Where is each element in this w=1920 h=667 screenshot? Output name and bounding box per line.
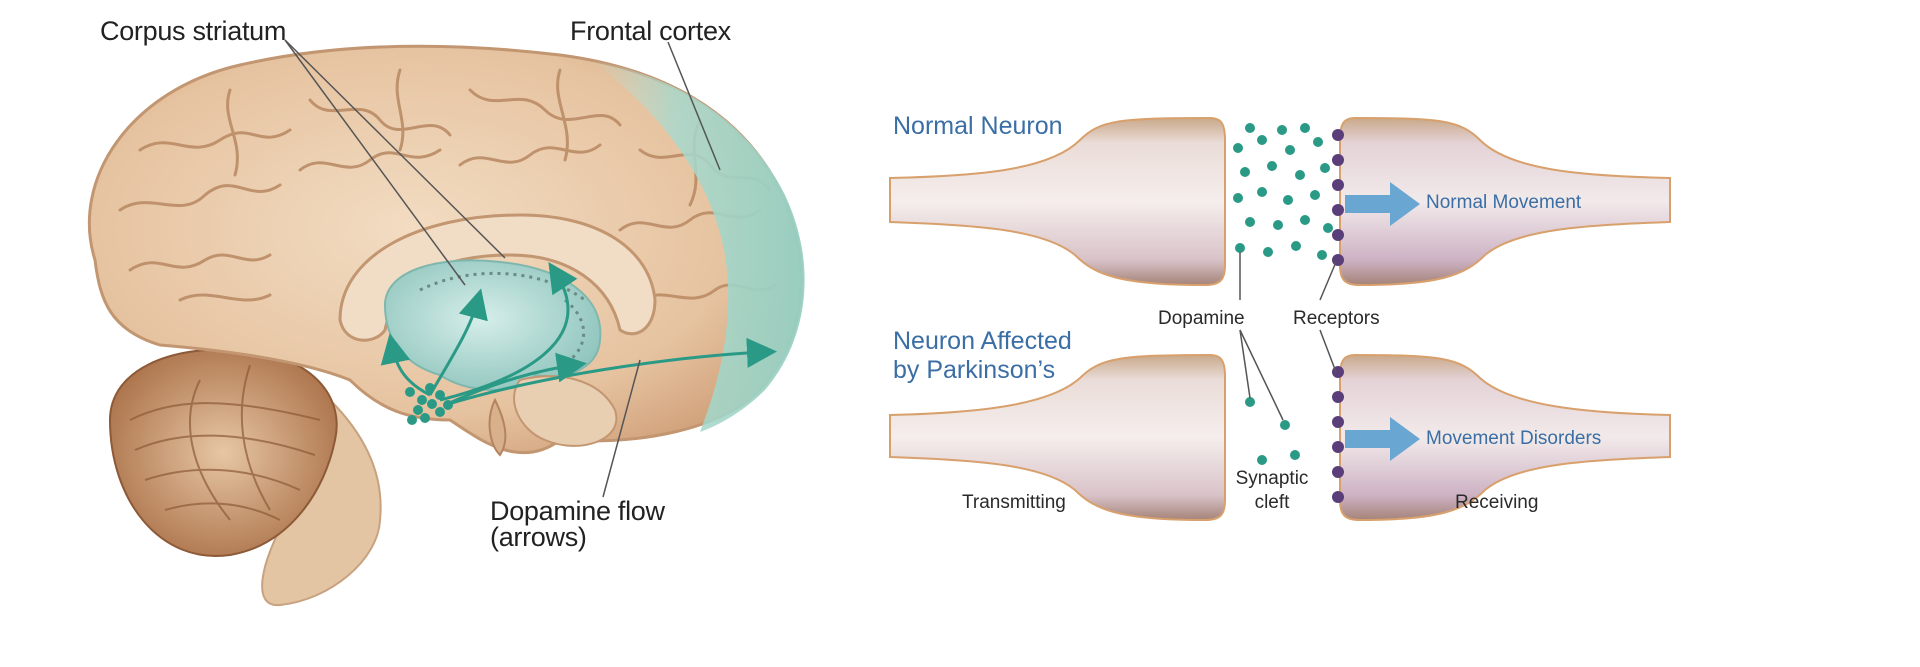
label-transmitting: Transmitting [962, 492, 1066, 513]
label-frontal-cortex: Frontal cortex [570, 16, 731, 46]
cerebellum-folds [129, 364, 321, 521]
label-synaptic: Synaptic [1235, 468, 1309, 489]
normal-receiving-neuron [1339, 116, 1671, 287]
pituitary [488, 397, 507, 457]
leader-corpus-striatum [284, 39, 466, 286]
corpus-striatum-shape [383, 259, 602, 391]
label-movement-disorders: Movement Disorders [1426, 428, 1602, 449]
normal-dopamine-dots [1233, 123, 1333, 260]
leader-dopamine-flow [602, 359, 641, 498]
affected-dopamine-dots [1245, 397, 1300, 465]
normal-transmitting-neuron [889, 116, 1226, 287]
brain-illustration [87, 39, 805, 607]
affected-receiving-neuron [1339, 353, 1671, 522]
leader-dopamine-down-2 [1239, 329, 1284, 421]
label-dopamine-flow: Dopamine flow [490, 496, 665, 526]
label-receptors: Receptors [1293, 308, 1380, 329]
leader-receptors-up [1319, 261, 1337, 301]
normal-movement-arrow [1345, 182, 1420, 226]
cerebellum [108, 348, 338, 558]
normal-receptors [1332, 129, 1344, 266]
affected-transmitting-neuron [889, 353, 1226, 522]
leader-receptors-down [1319, 329, 1337, 373]
leader-corpus-striatum-2 [284, 39, 506, 259]
leader-dopamine-down-1 [1239, 329, 1251, 399]
cerebral-folds [118, 68, 777, 302]
brain-leader-lines [284, 39, 721, 498]
substantia-nigra-dots [405, 383, 453, 425]
movement-disorders-arrow [1345, 417, 1420, 461]
title-affected-neuron-line1: Neuron Affected [893, 327, 1072, 355]
label-dopamine: Dopamine [1158, 308, 1245, 329]
normal-synapse [889, 116, 1671, 287]
title-normal-neuron: Normal Neuron [893, 112, 1063, 140]
dopamine-flow-arrows [380, 261, 777, 407]
label-cleft: cleft [1254, 492, 1290, 513]
title-affected-neuron-line2: by Parkinson’s [893, 356, 1056, 384]
leader-frontal-cortex [667, 41, 721, 171]
synapse-leader-lines [1239, 252, 1337, 421]
label-receiving: Receiving [1455, 492, 1539, 513]
label-dopamine-flow-arrows: (arrows) [490, 522, 587, 552]
label-normal-movement: Normal Movement [1426, 192, 1582, 213]
label-corpus-striatum: Corpus striatum [100, 16, 287, 46]
